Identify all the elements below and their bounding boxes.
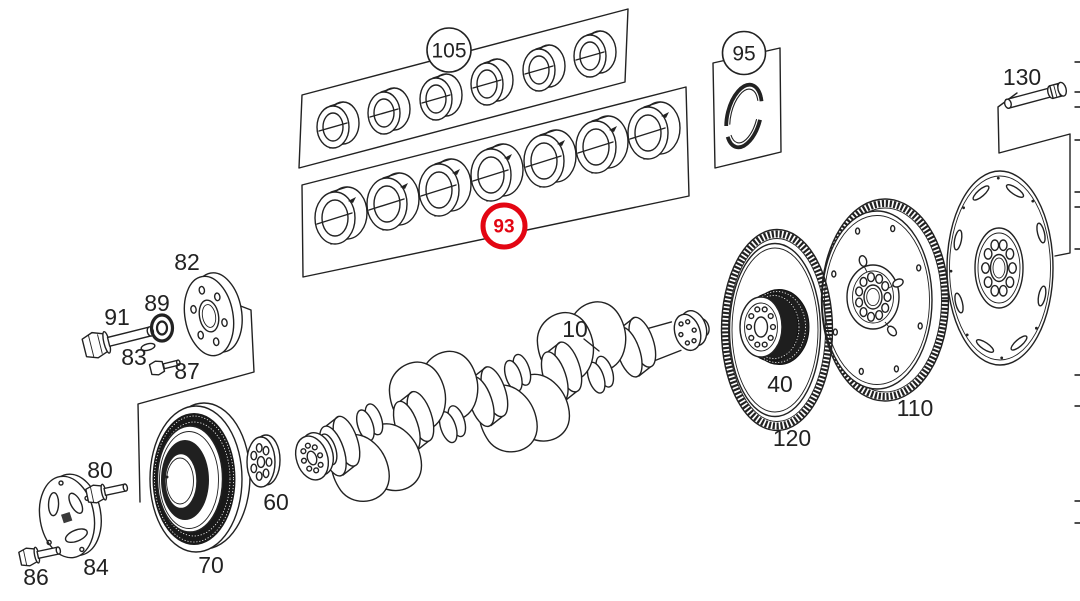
label-bolt-86[interactable]: 86	[23, 564, 49, 590]
callout-95-label[interactable]: 95	[732, 43, 755, 66]
snap-ring	[724, 82, 764, 150]
callout-93-label[interactable]: 93	[493, 217, 514, 238]
callout-93-highlighted[interactable]: 93	[480, 202, 528, 250]
callout-105[interactable]: 105	[426, 27, 472, 73]
label-flywheel-110[interactable]: 110	[897, 395, 934, 421]
page-edge-ticks	[1074, 61, 1080, 524]
label-gear-hub-40[interactable]: 40	[767, 371, 793, 397]
label-bolt-130[interactable]: 130	[1003, 64, 1041, 90]
bolt-87-drawing	[148, 359, 181, 376]
gear-hub-drawing	[739, 289, 810, 365]
leader-frame-flange-group	[137, 304, 255, 503]
bolt-86-drawing	[18, 546, 62, 567]
panel-lower-bearings	[301, 86, 690, 278]
bolt-130-drawing	[1003, 81, 1068, 110]
front-flange-drawing	[183, 272, 243, 357]
label-front-flange-82[interactable]: 82	[174, 249, 200, 275]
thrust-washer-drawing	[246, 434, 281, 488]
label-vibration-damper-70[interactable]: 70	[198, 552, 224, 578]
leader-line-10	[583, 338, 600, 352]
leader-frame-bolt-130	[997, 92, 1071, 257]
woodruff-key-drawing	[140, 342, 156, 352]
vibration-damper-drawing	[149, 402, 251, 553]
label-bolt-80[interactable]: 80	[87, 457, 113, 483]
flex-plate	[946, 170, 1054, 366]
callout-95[interactable]: 95	[721, 30, 767, 76]
flywheel-drawing	[820, 198, 950, 402]
label-pilot-bearing-89[interactable]: 89	[144, 290, 170, 316]
cover-plate-drawing	[38, 473, 102, 559]
crankshaft-drawing	[294, 294, 710, 510]
callout-105-label[interactable]: 105	[431, 40, 466, 63]
label-center-bolt-91[interactable]: 91	[104, 304, 130, 330]
label-bolt-87[interactable]: 87	[174, 358, 200, 384]
pilot-bearing-drawing	[149, 313, 175, 343]
label-thrust-washer-60[interactable]: 60	[263, 489, 289, 515]
label-ring-gear-120[interactable]: 120	[773, 425, 811, 451]
label-crankshaft-10[interactable]: 10	[562, 316, 588, 342]
label-key-83[interactable]: 83	[121, 344, 147, 370]
bolt-80-drawing	[85, 483, 129, 504]
panel-upper-bearings	[298, 8, 629, 169]
label-cover-plate-84[interactable]: 84	[83, 554, 109, 580]
